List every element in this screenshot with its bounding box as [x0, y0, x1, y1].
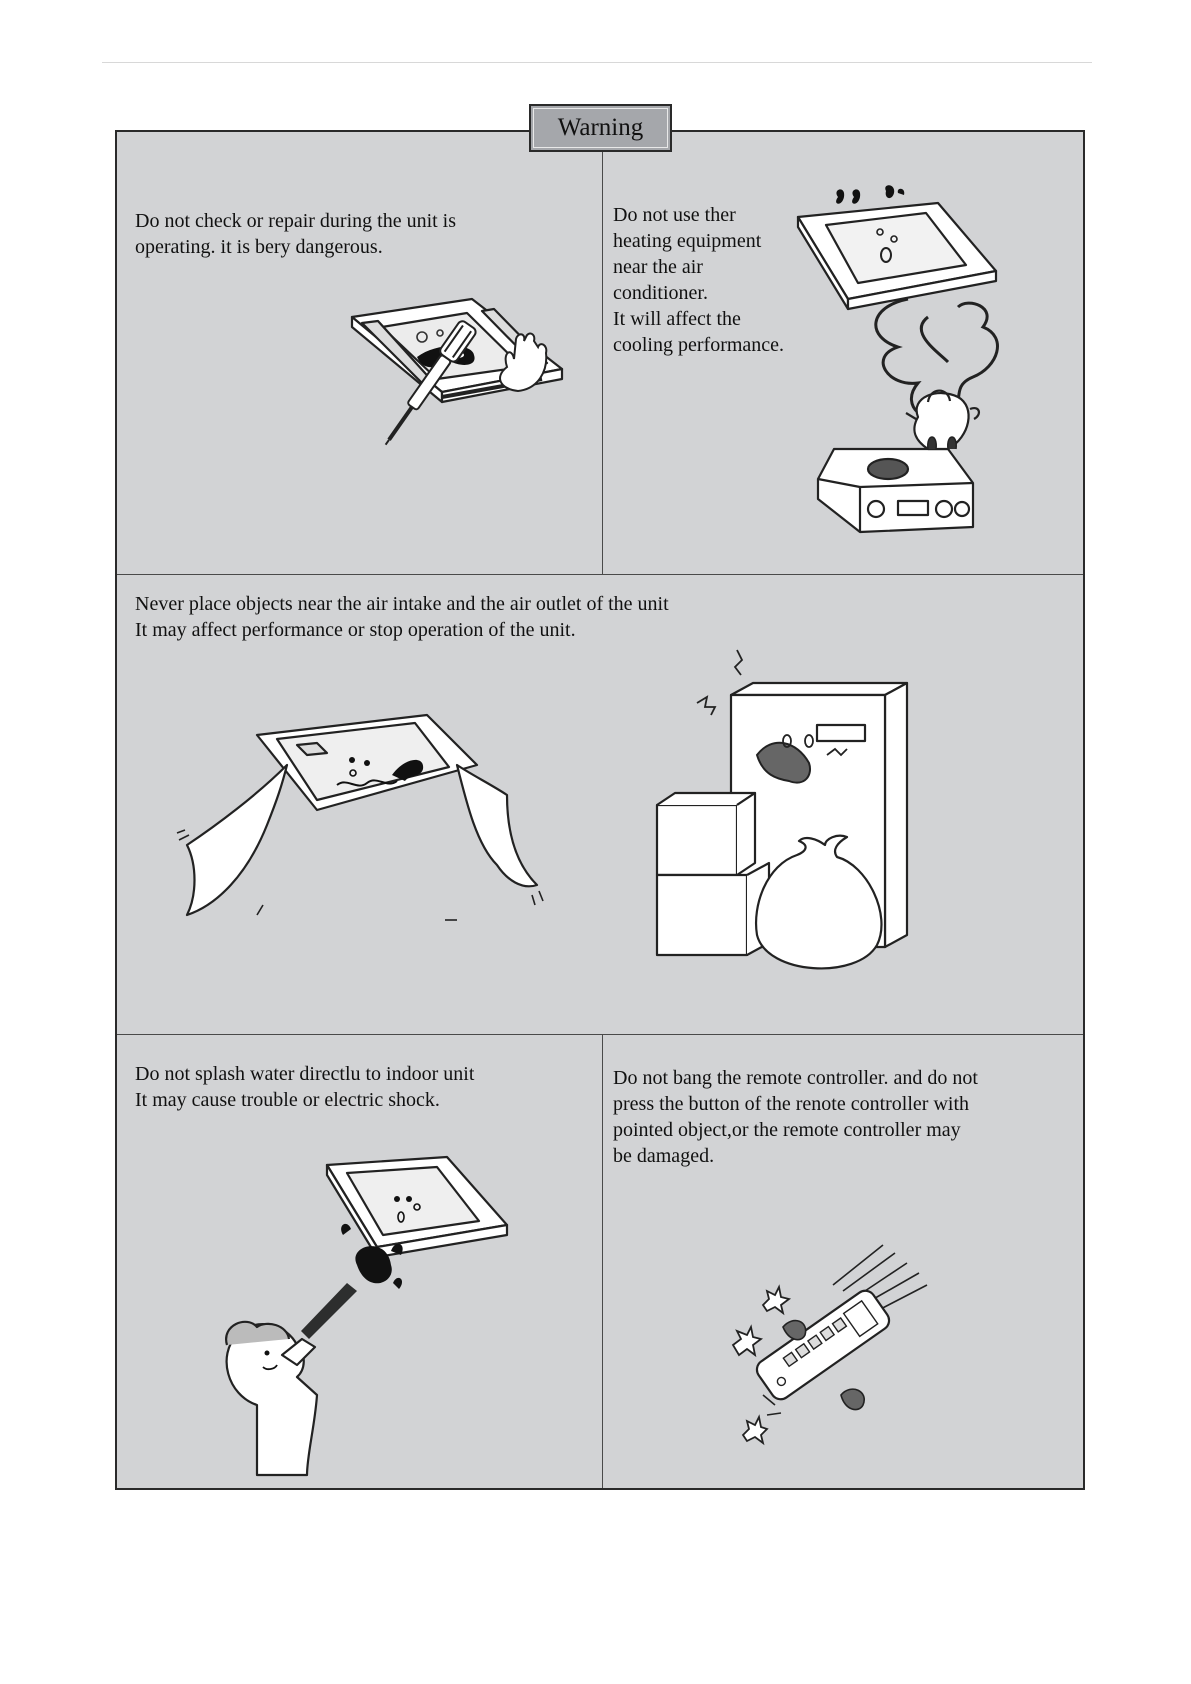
cassette-unit-screwdriver-illustration [342, 297, 582, 542]
remote-controller-icon [731, 1244, 928, 1446]
stove-kettle-icon [796, 185, 999, 534]
divider-horizontal-bottom [117, 1034, 1083, 1035]
cassette-paper-icon [176, 713, 544, 921]
floor-unit-boxes-icon [655, 649, 909, 970]
panel-no-repair: Do not check or repair during the unit i… [117, 132, 602, 574]
panel-no-objects: Never place objects near the air intake … [117, 575, 1083, 1034]
warning-title-tab: Warning [529, 104, 672, 152]
boxes-bag-blocking-unit-illustration [655, 645, 947, 985]
stove-heating-unit-illustration [796, 185, 1028, 552]
cassette-paper-blocking-illustration [176, 705, 547, 921]
remote-controller-damage-illustration [723, 1244, 933, 1455]
warning-title: Warning [557, 114, 644, 141]
water-gun-person-icon [225, 1155, 509, 1477]
divider-vertical-top [602, 132, 603, 574]
panel-no-repair-text: Do not check or repair during the unit i… [135, 210, 457, 258]
panel-no-bang-remote: Do not bang the remote controller. and d… [603, 1035, 1083, 1488]
panel-no-objects-text: Never place objects near the air intake … [135, 593, 669, 641]
panel-no-bang-remote-text: Do not bang the remote controller. and d… [613, 1067, 978, 1167]
panel-no-heating: Do not use ther heating equipment near t… [603, 132, 1083, 574]
cassette-unit-screwdriver-icon [350, 297, 564, 446]
panel-no-heating-text: Do not use ther heating equipment near t… [613, 204, 785, 356]
panel-no-splash-text: Do not splash water directlu to indoor u… [135, 1063, 475, 1111]
divider-horizontal-top [117, 574, 1083, 575]
warning-panel-grid: Do not check or repair during the unit i… [115, 130, 1085, 1490]
panel-no-splash: Do not splash water directlu to indoor u… [117, 1035, 602, 1488]
page-top-rule [102, 62, 1092, 63]
divider-vertical-bottom [602, 1035, 603, 1488]
water-spray-cassette-illustration [197, 1155, 527, 1477]
